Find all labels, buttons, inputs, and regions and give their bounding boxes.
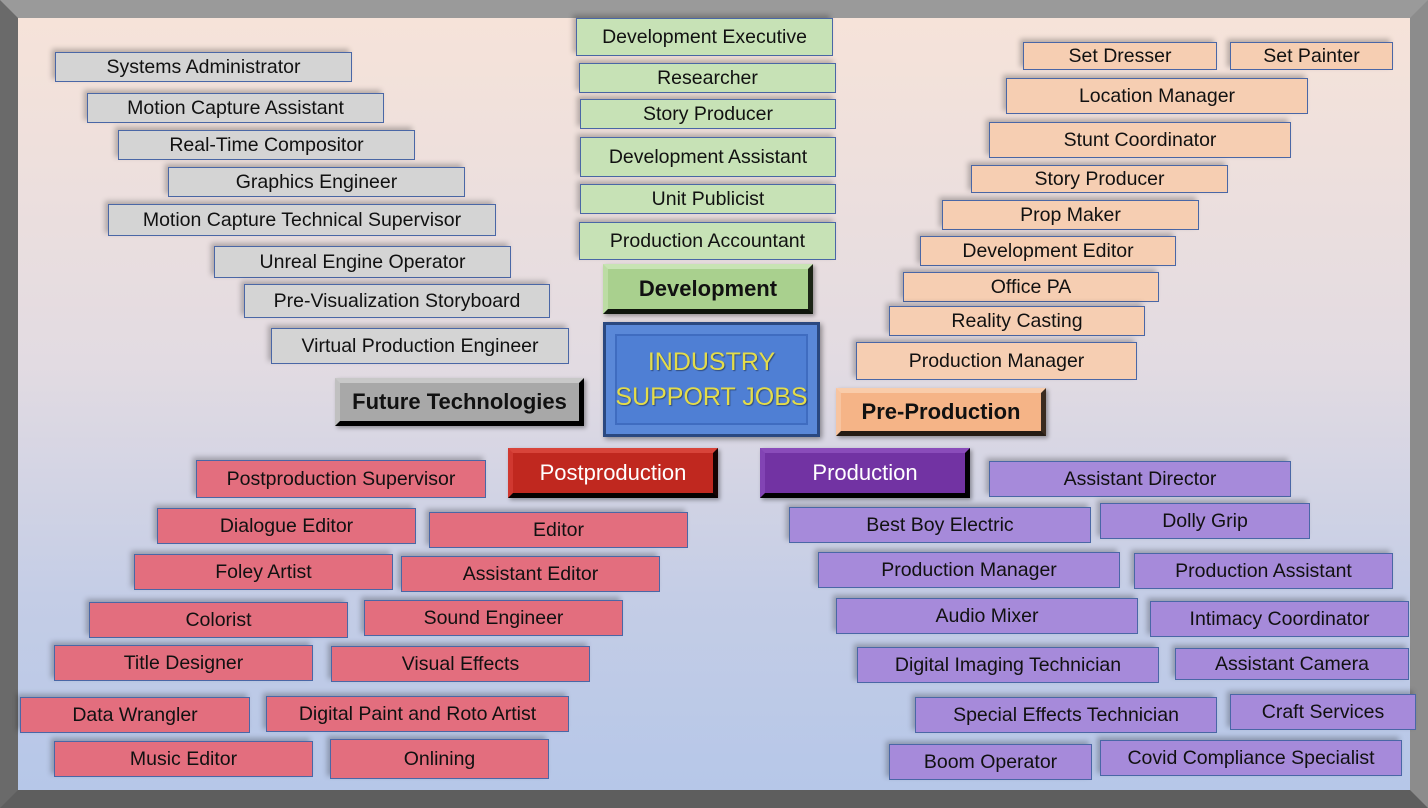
job-box-unreal-engine-operator: Unreal Engine Operator bbox=[214, 246, 511, 278]
job-box-set-painter: Set Painter bbox=[1230, 42, 1393, 70]
job-box-story-producer: Story Producer bbox=[971, 165, 1228, 193]
job-box-production-manager: Production Manager bbox=[818, 552, 1120, 588]
job-box-pre-visualization-storyboard: Pre-Visualization Storyboard bbox=[244, 284, 550, 318]
job-box-data-wrangler: Data Wrangler bbox=[20, 697, 250, 733]
job-box-stunt-coordinator: Stunt Coordinator bbox=[989, 122, 1291, 158]
job-box-visual-effects: Visual Effects bbox=[331, 646, 590, 682]
job-box-assistant-director: Assistant Director bbox=[989, 461, 1291, 497]
job-box-development-assistant: Development Assistant bbox=[580, 137, 836, 177]
job-box-best-boy-electric: Best Boy Electric bbox=[789, 507, 1091, 543]
job-box-dialogue-editor: Dialogue Editor bbox=[157, 508, 416, 544]
job-box-production-assistant: Production Assistant bbox=[1134, 553, 1393, 589]
job-box-postproduction-supervisor: Postproduction Supervisor bbox=[196, 460, 486, 498]
category-header-postproduction: Postproduction bbox=[508, 448, 718, 498]
job-box-music-editor: Music Editor bbox=[54, 741, 313, 777]
job-box-office-pa: Office PA bbox=[903, 272, 1159, 302]
job-box-special-effects-technician: Special Effects Technician bbox=[915, 697, 1217, 733]
job-box-colorist: Colorist bbox=[89, 602, 348, 638]
job-box-reality-casting: Reality Casting bbox=[889, 306, 1145, 336]
job-box-production-accountant: Production Accountant bbox=[579, 222, 836, 260]
job-box-unit-publicist: Unit Publicist bbox=[580, 184, 836, 214]
job-box-digital-paint-and-roto-artist: Digital Paint and Roto Artist bbox=[266, 696, 569, 732]
job-box-graphics-engineer: Graphics Engineer bbox=[168, 167, 465, 197]
job-box-motion-capture-assistant: Motion Capture Assistant bbox=[87, 93, 384, 123]
central-topic-line1: INDUSTRY bbox=[647, 347, 776, 376]
job-box-story-producer: Story Producer bbox=[580, 99, 836, 129]
job-box-craft-services: Craft Services bbox=[1230, 694, 1416, 730]
job-box-boom-operator: Boom Operator bbox=[889, 744, 1092, 780]
job-box-onlining: Onlining bbox=[330, 739, 549, 779]
category-header-pre-production: Pre-Production bbox=[836, 388, 1046, 436]
job-box-assistant-editor: Assistant Editor bbox=[401, 556, 660, 592]
job-box-audio-mixer: Audio Mixer bbox=[836, 598, 1138, 634]
job-box-set-dresser: Set Dresser bbox=[1023, 42, 1217, 70]
central-topic: INDUSTRY SUPPORT JOBS bbox=[603, 322, 820, 437]
job-box-prop-maker: Prop Maker bbox=[942, 200, 1199, 230]
job-box-researcher: Researcher bbox=[579, 63, 836, 93]
job-box-foley-artist: Foley Artist bbox=[134, 554, 393, 590]
job-box-real-time-compositor: Real-Time Compositor bbox=[118, 130, 415, 160]
job-box-title-designer: Title Designer bbox=[54, 645, 313, 681]
job-box-development-executive: Development Executive bbox=[576, 18, 833, 56]
job-box-production-manager: Production Manager bbox=[856, 342, 1137, 380]
job-box-assistant-camera: Assistant Camera bbox=[1175, 648, 1409, 680]
job-box-editor: Editor bbox=[429, 512, 688, 548]
job-box-sound-engineer: Sound Engineer bbox=[364, 600, 623, 636]
job-box-development-editor: Development Editor bbox=[920, 236, 1176, 266]
central-topic-line2: SUPPORT JOBS bbox=[615, 382, 808, 411]
job-box-intimacy-coordinator: Intimacy Coordinator bbox=[1150, 601, 1409, 637]
job-box-covid-compliance-specialist: Covid Compliance Specialist bbox=[1100, 740, 1402, 776]
job-box-motion-capture-technical-supervisor: Motion Capture Technical Supervisor bbox=[108, 204, 496, 236]
job-box-virtual-production-engineer: Virtual Production Engineer bbox=[271, 328, 569, 364]
job-box-systems-administrator: Systems Administrator bbox=[55, 52, 352, 82]
job-box-location-manager: Location Manager bbox=[1006, 78, 1308, 114]
category-header-production: Production bbox=[760, 448, 970, 498]
job-box-dolly-grip: Dolly Grip bbox=[1100, 503, 1310, 539]
job-box-digital-imaging-technician: Digital Imaging Technician bbox=[857, 647, 1159, 683]
category-header-future-technologies: Future Technologies bbox=[335, 378, 584, 426]
category-header-development: Development bbox=[603, 264, 813, 314]
